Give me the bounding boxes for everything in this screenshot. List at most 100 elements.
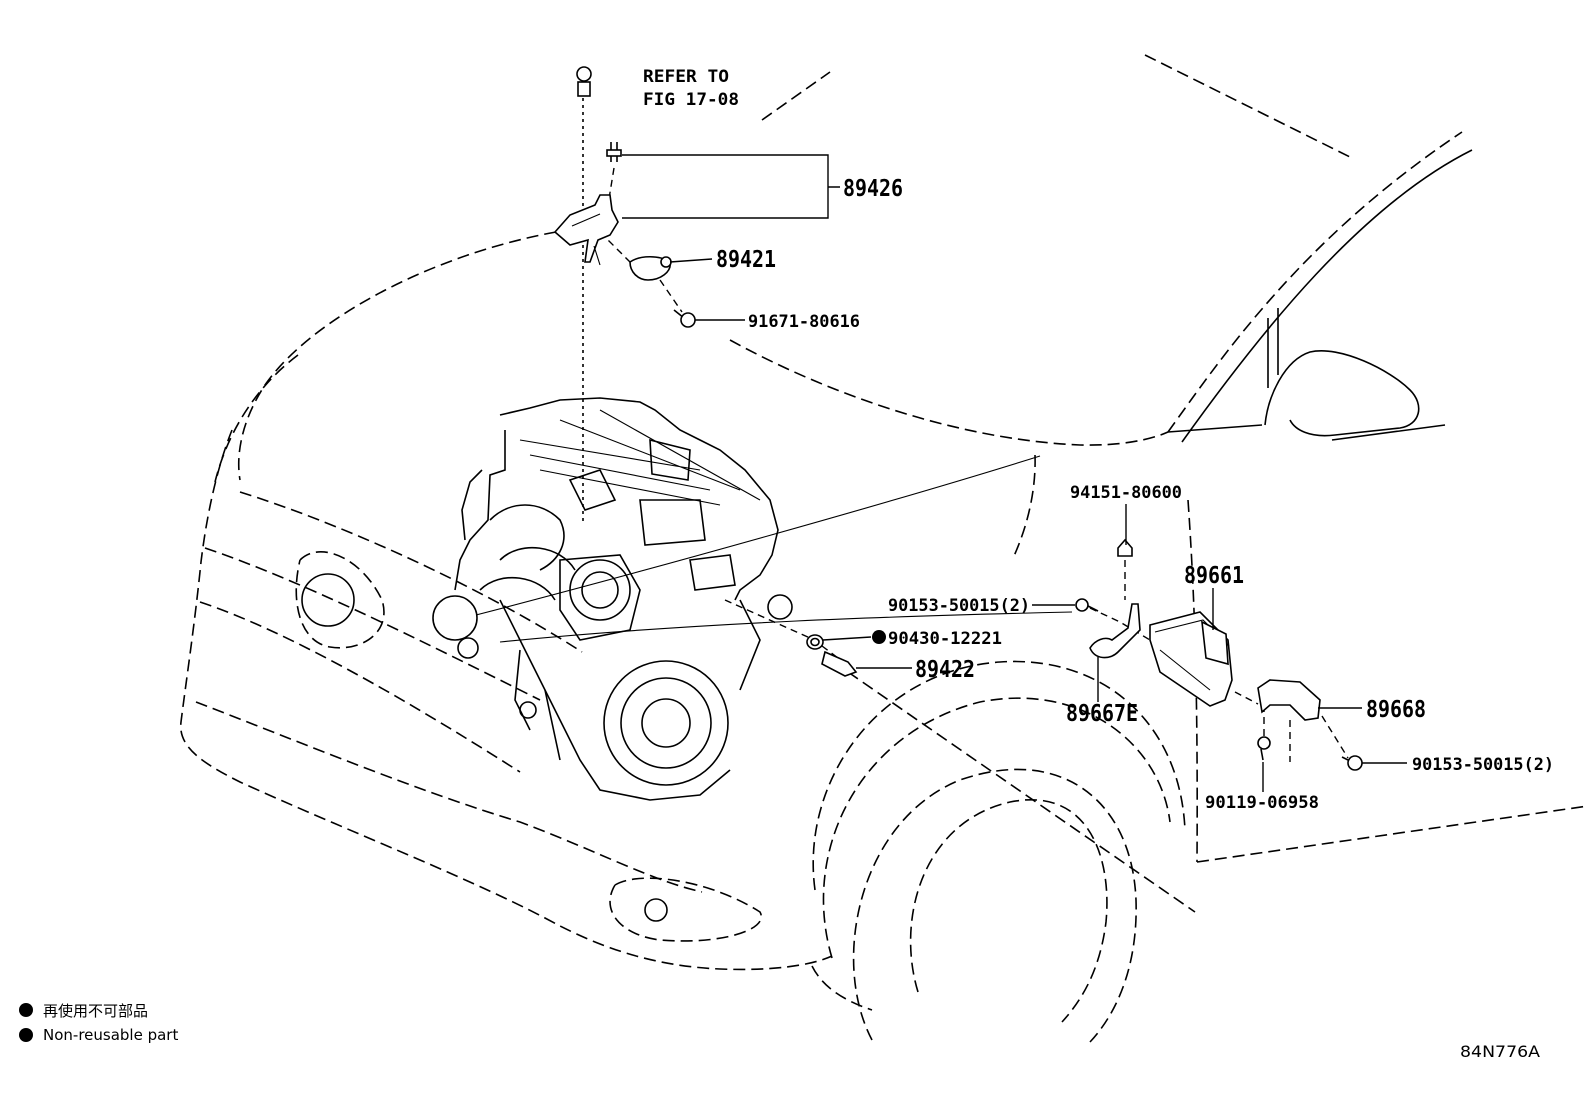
callout-89421[interactable]: 89421: [716, 247, 776, 273]
bolt-axis-lines-lower: [1263, 708, 1291, 762]
callout-90153-50015-a[interactable]: 90153-50015(2): [888, 596, 1030, 616]
hood-rear-edge: [729, 339, 1169, 446]
reference-line-1[interactable]: REFER TO: [643, 67, 729, 87]
wheel-arch-outer: [812, 660, 1186, 891]
alternator-hub: [581, 571, 619, 609]
guide-lines: [582, 98, 1349, 913]
fender-front-line: [1013, 454, 1036, 557]
fog-lamp-housing: [609, 877, 763, 942]
callout-89422[interactable]: 89422: [915, 657, 975, 683]
upper-grille: [239, 491, 583, 653]
wheel-arch-inner: [822, 697, 1171, 959]
callout-89667e[interactable]: 89667E: [1066, 701, 1138, 727]
engine-box-2: [689, 554, 736, 591]
legend-marker-ja: [19, 1003, 33, 1017]
roof-line: [1144, 54, 1353, 159]
hood-crease-1: [475, 455, 1041, 616]
legend-text-en: Non-reusable part: [43, 1026, 178, 1044]
callout-90153-50015-b[interactable]: 90153-50015(2): [1412, 755, 1554, 775]
engine-block: [499, 599, 731, 801]
front-bumper: [180, 429, 833, 971]
intake-runners: [479, 504, 576, 601]
legend-text-ja: 再使用不可部品: [43, 1002, 148, 1020]
bolt-90119-06958[interactable]: [1257, 736, 1271, 761]
non-reusable-marker: [872, 630, 886, 644]
callout-94151-80600[interactable]: 94151-80600: [1070, 483, 1182, 503]
sensor-89421[interactable]: [629, 255, 672, 281]
fog-lamp: [644, 898, 668, 922]
gasket-90430-12221[interactable]: [806, 634, 824, 650]
stud-axis-line: [607, 167, 615, 206]
leader-89426: [622, 154, 840, 219]
engine-boss-1: [457, 637, 479, 659]
bolt-90153-50015-b[interactable]: [1341, 755, 1363, 771]
stud-89426[interactable]: [606, 142, 622, 162]
leader-90430-12221: [822, 636, 872, 641]
callout-89661[interactable]: 89661: [1184, 563, 1244, 589]
lower-bumper: [195, 701, 703, 893]
hood-inner-left-edge: [214, 354, 299, 483]
engine-left-side: [454, 430, 506, 591]
crank-pulley-inner: [620, 677, 712, 769]
head-cover-lines: [519, 409, 761, 506]
parts: [553, 66, 1363, 771]
block-detail: [514, 599, 761, 761]
grille-line-1: [204, 547, 541, 701]
sensor-89422[interactable]: [821, 650, 858, 677]
door-mirror: [1264, 350, 1420, 437]
crank-pulley-hub: [641, 698, 691, 748]
hood-top-segment: [761, 71, 831, 121]
headlamp: [301, 573, 355, 627]
alternator: [569, 559, 631, 621]
reference-line-2[interactable]: FIG 17-08: [643, 90, 739, 110]
bolt-91671-80616[interactable]: [673, 309, 696, 328]
manifold: [559, 554, 641, 641]
crank-pulley: [603, 660, 729, 786]
callout-89668[interactable]: 89668: [1366, 697, 1426, 723]
legend-marker-en: [19, 1028, 33, 1042]
engine-box-3: [568, 469, 617, 511]
fender-rear-edge: [1187, 499, 1198, 863]
nut-94151-80600[interactable]: [1117, 538, 1133, 557]
legend: 再使用不可部品 Non-reusable part: [19, 1002, 178, 1044]
long-phantom-line: [847, 671, 1196, 913]
callout-90119-06958[interactable]: 90119-06958: [1205, 793, 1319, 813]
tire-outer: [852, 768, 1137, 1043]
engine-assembly: [432, 397, 793, 801]
engine-boss-2: [767, 594, 793, 620]
engine-box-1: [639, 499, 706, 546]
engine-mount: [432, 595, 478, 641]
lower-front-edge: [811, 965, 873, 1011]
a-pillar-line: [1181, 149, 1473, 443]
bolt-90153-50015-a[interactable]: [1075, 598, 1099, 612]
sensor-axis-line: [599, 231, 683, 313]
labels: REFER TO FIG 17-08 89426 89421 91671-806…: [643, 67, 1554, 813]
reference-bolt[interactable]: [576, 66, 592, 97]
grille-line-2: [199, 601, 521, 773]
engine-left-detail: [461, 469, 483, 541]
rocker-line: [1196, 805, 1589, 863]
pillar-trim: [1267, 308, 1279, 388]
headlamp-housing: [295, 551, 385, 649]
ecu-89661[interactable]: [1149, 611, 1233, 707]
hood-left-edge: [237, 231, 557, 481]
hood-crease-2: [499, 611, 1073, 643]
callout-89426[interactable]: 89426: [843, 176, 903, 202]
callout-91671-80616[interactable]: 91671-80616: [748, 312, 860, 332]
windshield-base: [1167, 424, 1263, 433]
leader-lines: [622, 154, 1407, 792]
tire-inner: [909, 799, 1108, 1023]
bracket-89667e[interactable]: [1089, 603, 1141, 659]
vehicle-outline: [180, 54, 1589, 1043]
cylinder-head-outline: [499, 397, 779, 601]
windshield-edge: [1167, 131, 1463, 433]
leader-89421: [669, 258, 713, 263]
callout-90430-12221[interactable]: 90430-12221: [888, 629, 1002, 649]
door-line: [1331, 424, 1446, 441]
bracket-89668[interactable]: [1257, 679, 1321, 721]
bracket-89426-detail: [571, 213, 601, 266]
engine-boss-3: [519, 701, 537, 719]
knock-sensor-axis: [724, 599, 839, 659]
bracket-89426[interactable]: [553, 194, 619, 263]
